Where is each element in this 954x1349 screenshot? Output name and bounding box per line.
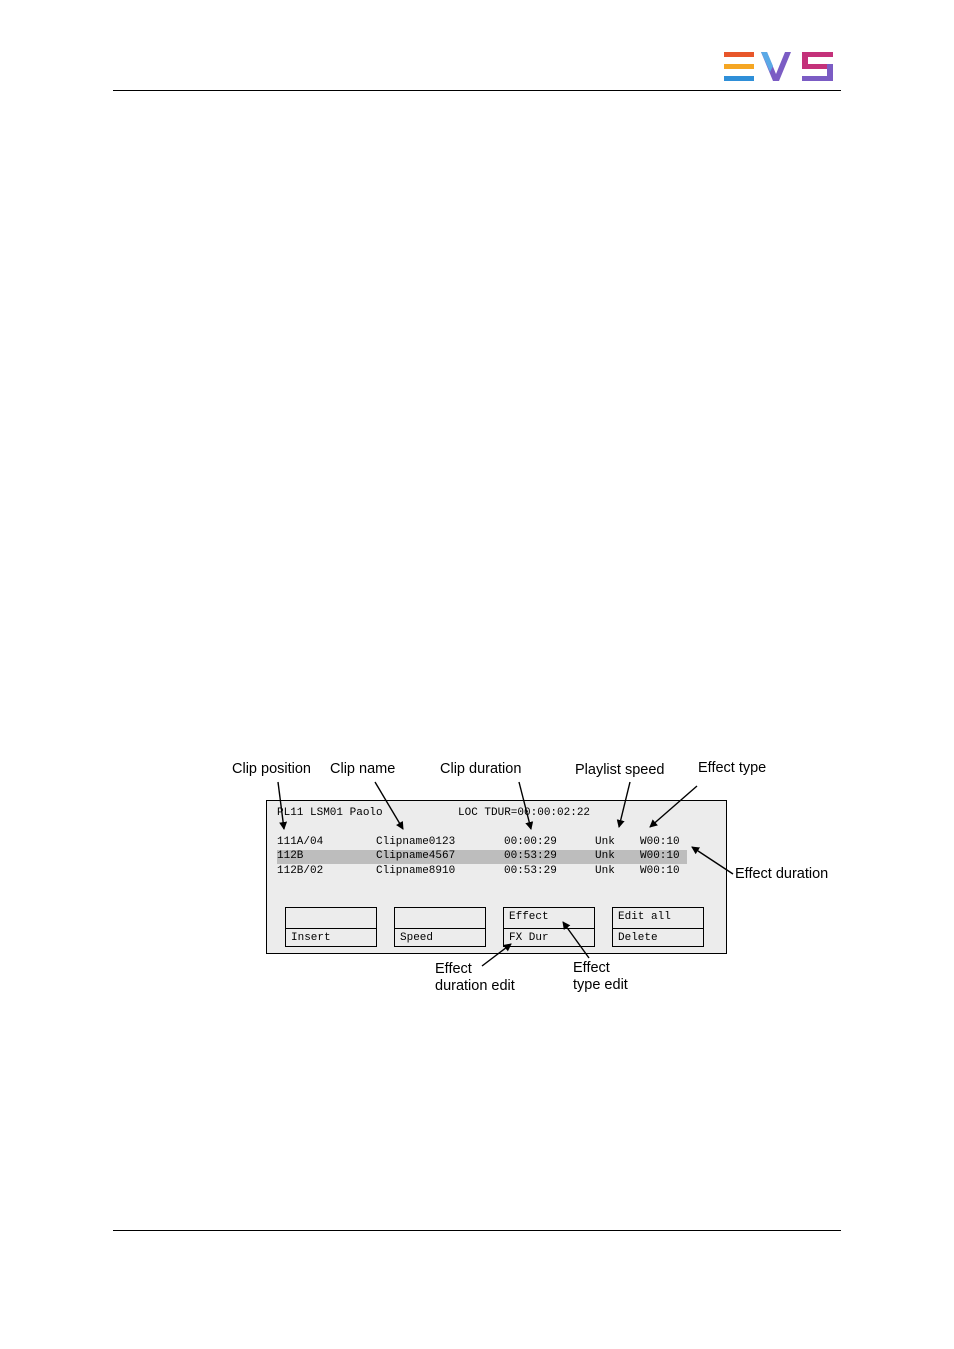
edit-all-button[interactable]: Edit all <box>618 911 671 923</box>
screen-header-left: PL11 LSM01 Paolo <box>277 807 383 819</box>
callout-effect-duration-edit-line2: duration edit <box>435 978 515 994</box>
callout-effect-type: Effect type <box>698 760 767 776</box>
softkey-effect[interactable]: Effect FX Dur <box>503 907 595 947</box>
clip-name: Clipname0123 <box>376 836 456 848</box>
effect-value: W00:10 <box>640 850 680 862</box>
softkey-top-label <box>395 908 485 927</box>
softkey-insert[interactable]: Insert <box>285 907 377 947</box>
callout-effect-duration: Effect duration <box>735 866 829 882</box>
playlist-screen: PL11 LSM01 Paolo LOC TDUR=00:00:02:22 11… <box>266 800 727 954</box>
header-rule <box>113 90 841 91</box>
callout-clip-name: Clip name <box>330 761 396 777</box>
clip-duration: 00:53:29 <box>504 850 557 862</box>
callout-effect-type-edit-line2: type edit <box>573 977 628 993</box>
clip-duration: 00:00:29 <box>504 836 557 848</box>
effect-button[interactable]: Effect <box>509 911 549 923</box>
callout-clip-duration: Clip duration <box>440 761 522 777</box>
clip-position: 112B/02 <box>277 865 324 877</box>
clip-name: Clipname8910 <box>376 865 456 877</box>
fx-dur-button[interactable]: FX Dur <box>504 928 594 947</box>
screen-header-right: LOC TDUR=00:00:02:22 <box>458 807 591 819</box>
playlist-speed: Unk <box>595 850 615 862</box>
delete-button[interactable]: Delete <box>613 928 703 947</box>
playlist-speed: Unk <box>595 865 615 877</box>
effect-value: W00:10 <box>640 865 680 877</box>
callout-effect-duration-edit-line1: Effect <box>435 961 472 977</box>
playlist-speed: Unk <box>595 836 615 848</box>
effect-value: W00:10 <box>640 836 680 848</box>
clip-name: Clipname4567 <box>376 850 456 862</box>
selected-row-highlight <box>277 850 687 864</box>
softkey-speed[interactable]: Speed <box>394 907 486 947</box>
footer-rule <box>113 1230 841 1231</box>
clip-position: 112B <box>277 850 304 862</box>
callout-effect-type-edit-line1: Effect <box>573 960 610 976</box>
clip-duration: 00:53:29 <box>504 865 557 877</box>
evs-logo <box>724 52 834 82</box>
callout-playlist-speed: Playlist speed <box>575 762 665 778</box>
callout-clip-position: Clip position <box>232 761 311 777</box>
speed-button[interactable]: Speed <box>395 928 485 947</box>
clip-position: 111A/04 <box>277 836 324 848</box>
softkey-top-label <box>286 908 376 927</box>
softkey-edit[interactable]: Edit all Delete <box>612 907 704 947</box>
insert-button[interactable]: Insert <box>286 928 376 947</box>
